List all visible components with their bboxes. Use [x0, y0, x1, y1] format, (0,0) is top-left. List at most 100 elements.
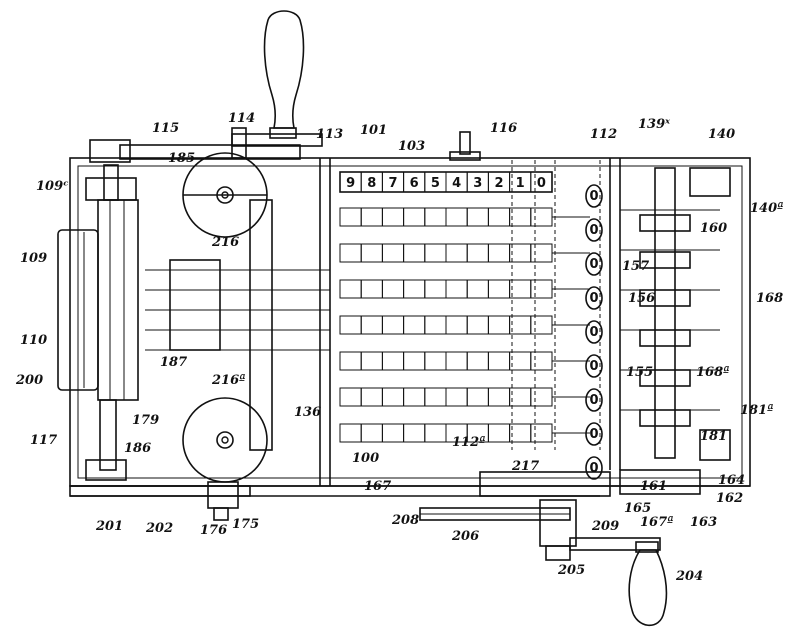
- key-box: [466, 207, 489, 227]
- ref-label: 187: [160, 355, 187, 370]
- ref-label: 206: [451, 529, 479, 544]
- ref-label: 163: [690, 515, 717, 530]
- key-box: [339, 423, 362, 443]
- ref-label: 201: [95, 519, 123, 534]
- ref-label: 110: [20, 333, 47, 348]
- ref-label: 155: [626, 365, 653, 380]
- key-box: [487, 351, 511, 371]
- counter-digit: 0: [589, 325, 598, 340]
- type-comb: [145, 199, 330, 451]
- key-box: [530, 351, 553, 371]
- counter-wheel: [585, 456, 603, 480]
- ref-label: 176: [200, 523, 227, 538]
- key-box: [381, 387, 405, 407]
- key-box: [487, 207, 511, 227]
- key-box: [509, 423, 532, 443]
- ref-label: 114: [228, 111, 255, 126]
- ref-label: 161: [640, 479, 667, 494]
- ref-label: 179: [132, 413, 159, 428]
- ref-label: 157: [622, 259, 649, 274]
- ref-label: 100: [352, 451, 379, 466]
- key-box: [487, 279, 511, 299]
- key-box: [466, 387, 489, 407]
- key-box: [509, 315, 532, 335]
- digit-key-label: 0: [537, 176, 546, 191]
- key-box: [466, 315, 489, 335]
- key-box: [445, 315, 468, 335]
- counter-wheel: [585, 354, 603, 378]
- key-box: [509, 207, 532, 227]
- ref-label: 136: [294, 405, 321, 420]
- digit-key-label: 6: [410, 176, 419, 191]
- key-box: [381, 351, 405, 371]
- counter-digit: 0: [589, 223, 598, 238]
- lower-gear: [182, 397, 268, 483]
- counter-digit: 0: [589, 359, 598, 374]
- key-box: [381, 423, 405, 443]
- key-box: [381, 279, 405, 299]
- ref-label: 109ᶜ: [36, 179, 69, 194]
- key-box: [466, 351, 489, 371]
- ref-label: 186: [124, 441, 151, 456]
- digit-key-label: 3: [473, 176, 482, 191]
- key-box: [530, 279, 553, 299]
- key-box: [424, 243, 447, 263]
- ref-label: 140: [708, 127, 735, 142]
- ref-label: 140ª: [750, 201, 783, 216]
- key-box: [403, 207, 426, 227]
- key-box: [530, 387, 553, 407]
- ref-label: 209: [591, 519, 619, 534]
- key-box: [530, 207, 553, 227]
- counter-digit: 0: [589, 291, 598, 306]
- key-box: [339, 207, 362, 227]
- key-box: [445, 351, 468, 371]
- ref-label: 204: [675, 569, 703, 584]
- ref-label: 162: [716, 491, 743, 506]
- key-box: [445, 243, 468, 263]
- counter-digit: 0: [589, 427, 598, 442]
- counter-wheel: [585, 422, 603, 446]
- key-box: [381, 243, 405, 263]
- key-box: [360, 351, 383, 371]
- digit-key-label: 4: [452, 176, 461, 191]
- digit-key-cell: [530, 171, 553, 193]
- keyboard-field: [339, 207, 590, 443]
- key-box: [403, 279, 426, 299]
- ref-label: 167: [364, 479, 391, 494]
- ref-label: 208: [391, 513, 419, 528]
- key-box: [360, 207, 383, 227]
- key-box: [424, 387, 447, 407]
- ref-label: 112ª: [452, 435, 485, 450]
- bottom-crank-handle: [628, 541, 668, 627]
- digit-key-label: 8: [367, 176, 376, 191]
- top-crank-handle: [231, 10, 323, 159]
- ref-label: 101: [360, 123, 387, 138]
- key-box: [509, 279, 532, 299]
- key-box: [509, 243, 532, 263]
- key-box: [424, 315, 447, 335]
- digit-key-label: 7: [388, 176, 397, 191]
- key-box: [445, 279, 468, 299]
- key-box: [487, 387, 511, 407]
- key-box: [424, 351, 447, 371]
- reference-numerals: 115 114 113 101 103 116 112 139ˣ 140 140…: [15, 111, 783, 584]
- key-box: [360, 387, 383, 407]
- counter-digit: 0: [589, 257, 598, 272]
- ref-label: 168: [756, 291, 783, 306]
- key-box: [509, 351, 532, 371]
- key-box: [360, 243, 383, 263]
- counter-wheel: [585, 320, 603, 344]
- ref-label: 167ª: [640, 515, 673, 530]
- key-box: [403, 423, 426, 443]
- key-box: [530, 243, 553, 263]
- counter-wheel: [585, 252, 603, 276]
- counter-wheel: [585, 218, 603, 242]
- key-box: [530, 423, 553, 443]
- key-box: [424, 279, 447, 299]
- key-box: [360, 423, 383, 443]
- key-box: [339, 243, 362, 263]
- digit-key-label: 2: [494, 176, 503, 191]
- ref-label: 112: [590, 127, 617, 142]
- key-box: [466, 243, 489, 263]
